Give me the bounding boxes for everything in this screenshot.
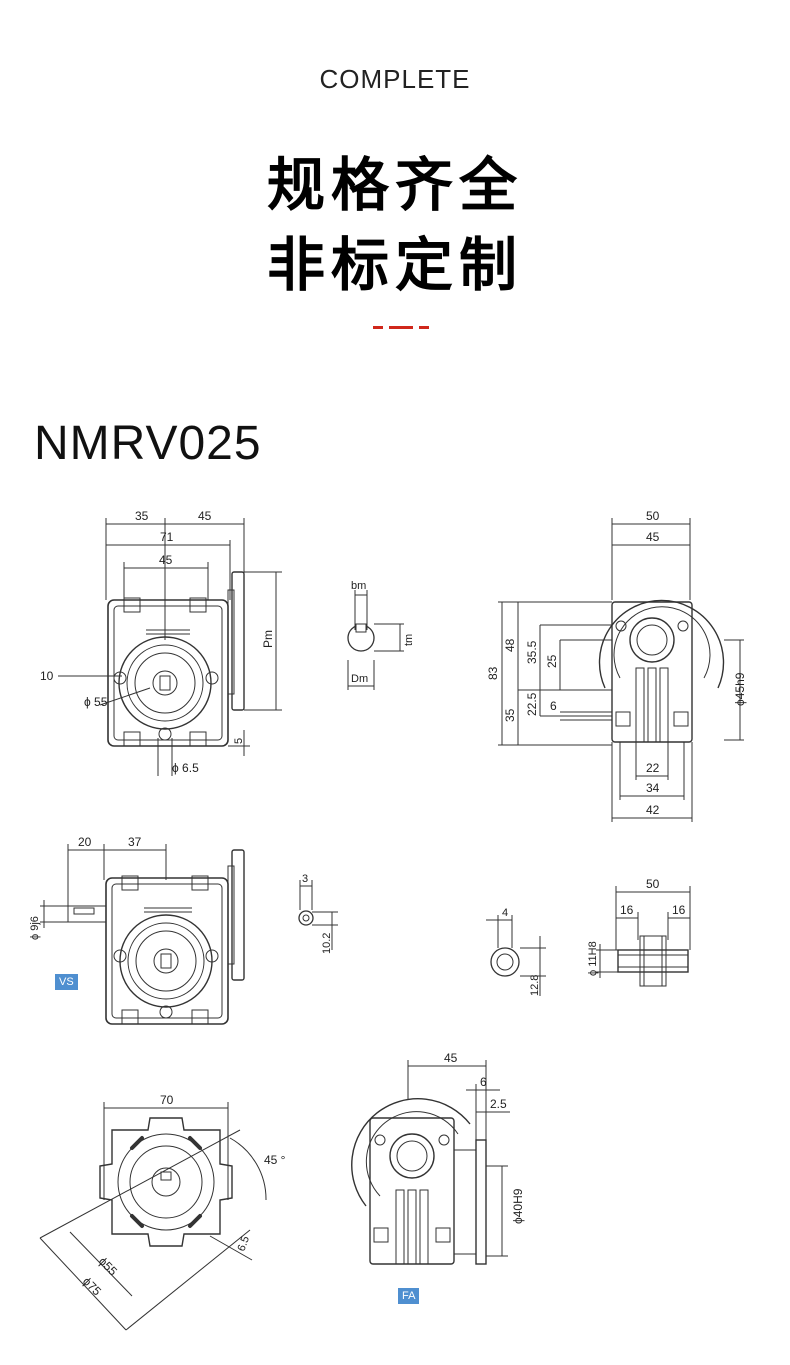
dim-50: 50 bbox=[646, 509, 660, 523]
dim-3: 3 bbox=[302, 873, 308, 885]
fa-tag: FA bbox=[398, 1288, 420, 1304]
side-view: 50 45 83 48 35 35.5 25 22.5 bbox=[486, 509, 747, 822]
dim-10-2: 10.2 bbox=[321, 933, 333, 954]
dim-35-side: 35 bbox=[503, 708, 517, 722]
dim-45: 45 bbox=[646, 530, 660, 544]
dim-34: 34 bbox=[646, 781, 660, 795]
dim-20: 20 bbox=[78, 835, 92, 849]
vs-tag: VS bbox=[55, 974, 78, 990]
label-tm: tm bbox=[403, 634, 415, 646]
dim-22-5: 22.5 bbox=[525, 692, 539, 716]
title-line-specs: 规格齐全 bbox=[266, 151, 523, 219]
red-accent-divider bbox=[373, 326, 429, 330]
label-dm: Dm bbox=[351, 673, 368, 685]
model-name: NMRV025 bbox=[34, 417, 262, 470]
dim-48: 48 bbox=[503, 638, 517, 652]
dim-70: 70 bbox=[160, 1093, 174, 1107]
dim-42: 42 bbox=[646, 803, 660, 817]
dim-71: 71 bbox=[160, 530, 174, 544]
dim-angle-45: 45 ° bbox=[264, 1153, 286, 1167]
dim-phi55: ϕ 55 bbox=[84, 695, 108, 709]
dim-12-8: 12.8 bbox=[529, 975, 541, 996]
dim-22: 22 bbox=[646, 761, 660, 775]
dim-25: 25 bbox=[545, 654, 559, 668]
title-line-custom: 非标定制 bbox=[266, 231, 523, 299]
hollow-shaft-section: 50 16 16 ϕ 11H8 bbox=[587, 877, 691, 987]
dim-phi40h9: ϕ40H9 bbox=[511, 1188, 525, 1224]
label-bm: bm bbox=[351, 580, 366, 592]
dim-2-5-fa: 2.5 bbox=[490, 1097, 507, 1111]
dim-phi45h9: ϕ45h9 bbox=[733, 672, 747, 706]
keyway-detail: bm tm Dm bbox=[347, 580, 415, 690]
vs-key-detail: 3 10.2 bbox=[298, 873, 338, 954]
dim-45-top: 45 bbox=[198, 509, 212, 523]
dim-6-fa: 6 bbox=[480, 1075, 487, 1089]
header-section: COMPLETE 规格齐全 非标定制 bbox=[0, 0, 790, 400]
dim-45-inner: 45 bbox=[159, 553, 173, 567]
dim-83: 83 bbox=[486, 666, 500, 680]
dim-35: 35 bbox=[135, 509, 149, 523]
dim-phi9j6: ϕ 9j6 bbox=[29, 916, 41, 940]
dim-5: 5 bbox=[233, 738, 245, 744]
vs-view: 20 37 ϕ 9j6 bbox=[29, 835, 245, 1025]
fa-view: 45 6 2.5 ϕ40H9 bbox=[351, 1051, 525, 1265]
dim-10: 10 bbox=[40, 669, 54, 683]
dim-16-left: 16 bbox=[620, 903, 634, 917]
dim-phi65: ϕ 6.5 bbox=[172, 761, 199, 775]
dim-4: 4 bbox=[502, 907, 508, 919]
dim-phi11h8: ϕ 11H8 bbox=[587, 941, 599, 976]
flange-view: 70 45 ° ϕ55 ϕ75 6.5 bbox=[39, 1093, 286, 1331]
dim-phi55-flange: ϕ55 bbox=[96, 1254, 120, 1278]
front-view: 35 45 71 45 Pm 10 ϕ 55 bbox=[40, 509, 282, 776]
hollow-key-detail: 4 12.8 bbox=[486, 907, 546, 996]
dim-phi75: ϕ75 bbox=[80, 1274, 104, 1298]
dim-45-fa: 45 bbox=[444, 1051, 458, 1065]
dim-37: 37 bbox=[128, 835, 142, 849]
dim-6-5-flange: 6.5 bbox=[236, 1235, 253, 1253]
dim-pm: Pm bbox=[261, 630, 275, 648]
complete-subtitle: COMPLETE bbox=[319, 64, 471, 94]
dim-16-right: 16 bbox=[672, 903, 686, 917]
dim-35-5: 35.5 bbox=[525, 640, 539, 664]
dim-6: 6 bbox=[550, 699, 557, 713]
dim-50-hollow: 50 bbox=[646, 877, 660, 891]
